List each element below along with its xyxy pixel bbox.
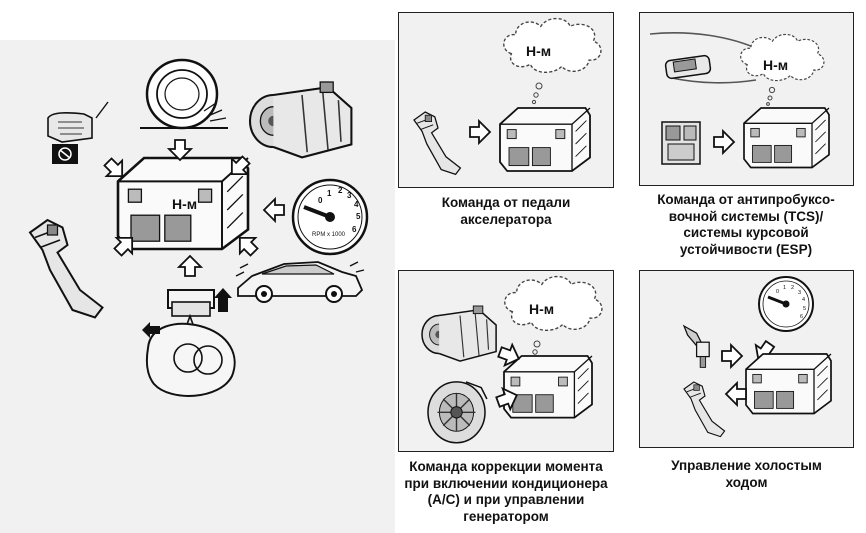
torque-label-panel1: Н-м (526, 43, 551, 59)
panel3-illustration (421, 275, 603, 444)
compressor-illustration (248, 80, 353, 159)
panel2-illustration (649, 31, 830, 169)
accelerator-pedal-illustration (29, 219, 104, 319)
gauge-tick-1: 1 (327, 189, 332, 198)
caption-idle-control: Управление холостым ходом (671, 458, 822, 490)
gauge-tick-0: 0 (318, 196, 323, 205)
gauge-tick-3: 3 (347, 191, 352, 200)
gear-switch-illustration (47, 101, 109, 164)
gauge-tick-6: 6 (352, 225, 357, 234)
panel-gauge-tick-5: 5 (803, 306, 806, 312)
gauge-tick-4: 4 (354, 200, 359, 209)
piston-crank-illustration (142, 288, 236, 397)
panel-gauge-tick-6: 6 (800, 314, 803, 320)
panel-gauge-tick-2: 2 (791, 285, 794, 291)
caption-tcs-esp: Команда от антипробуксо- вочной системы … (657, 192, 835, 257)
caption-ac-generator: Команда коррекции момента при включении … (404, 459, 608, 524)
svg-text:RPM x 1000: RPM x 1000 (312, 232, 346, 238)
torque-label-panel3: Н-м (529, 301, 554, 317)
torque-label-panel2: Н-м (763, 57, 788, 73)
car-illustration (235, 261, 365, 303)
torque-label-main: Н-м (172, 196, 197, 212)
panel-gauge-tick-4: 4 (802, 297, 805, 303)
panel-gauge-tick-3: 3 (798, 290, 801, 296)
gauge-tick-2: 2 (338, 186, 343, 195)
caption-accelerator-pedal: Команда от педали акселератора (441, 195, 571, 227)
tire-illustration (140, 58, 228, 130)
panel-gauge-tick-1: 1 (783, 285, 786, 291)
tachometer-illustration: RPM x 1000 (291, 178, 369, 256)
panel-gauge-tick-0: 0 (776, 289, 779, 295)
panel1-illustration (413, 17, 602, 176)
panel4-illustration: 0 1 2 3 4 5 6 (683, 276, 832, 438)
gauge-tick-5: 5 (356, 212, 361, 221)
